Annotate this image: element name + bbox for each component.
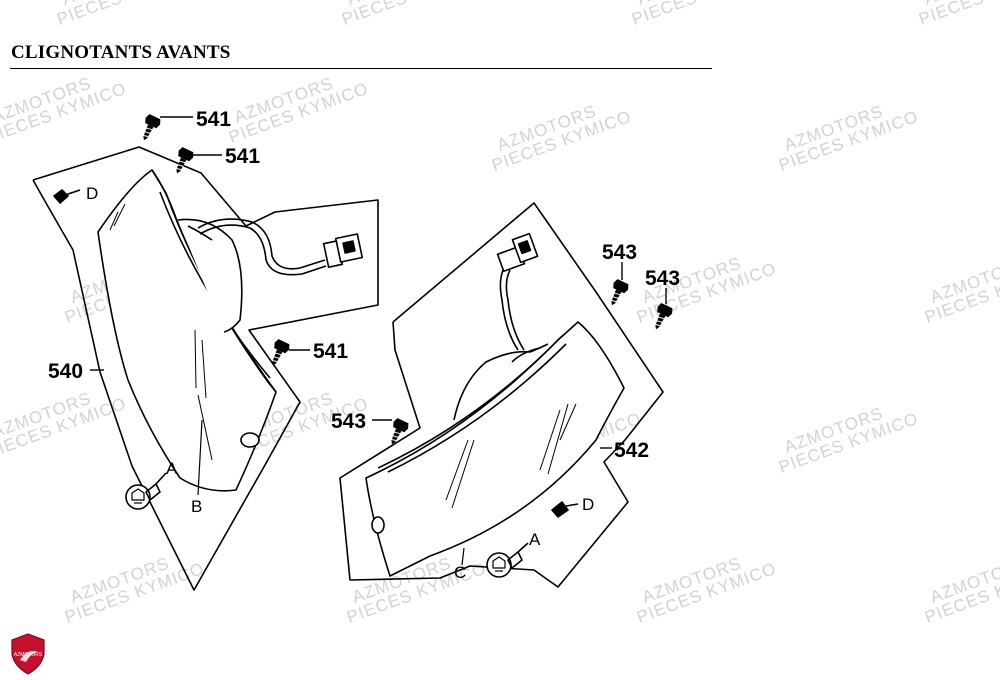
label-c-right: C	[454, 563, 466, 582]
page-title: CLIGNOTANTS AVANTS	[11, 42, 231, 63]
title-underline	[10, 68, 712, 69]
label-d-right: D	[582, 495, 594, 514]
svg-text:AZMOTORS: AZMOTORS	[14, 652, 43, 658]
left-group-outline	[32, 146, 379, 591]
label-a-left: A	[166, 459, 178, 478]
label-b-left: B	[191, 497, 202, 516]
screw-543-b	[648, 301, 675, 334]
screw-541-low	[265, 337, 292, 370]
screw-541-top	[136, 112, 163, 145]
azmotors-logo: AZMOTORS	[11, 633, 45, 675]
right-indicator-lens	[365, 321, 625, 577]
label-a-right: A	[529, 530, 541, 549]
screw-543-c	[384, 416, 411, 449]
label-d-left: D	[86, 184, 98, 203]
right-indicator-assembly	[339, 202, 664, 588]
callout-543-b: 543	[645, 267, 680, 290]
callout-542: 542	[614, 439, 649, 462]
callout-541-low: 541	[313, 340, 348, 363]
right-group-outline	[339, 202, 664, 588]
callout-543-a: 543	[602, 241, 637, 264]
callout-540: 540	[48, 360, 83, 383]
screw-543-a	[604, 277, 631, 310]
callout-541-mid: 541	[225, 145, 260, 168]
callout-541-top: 541	[196, 108, 231, 131]
callout-543-c: 543	[331, 410, 366, 433]
left-indicator-assembly	[32, 146, 379, 591]
